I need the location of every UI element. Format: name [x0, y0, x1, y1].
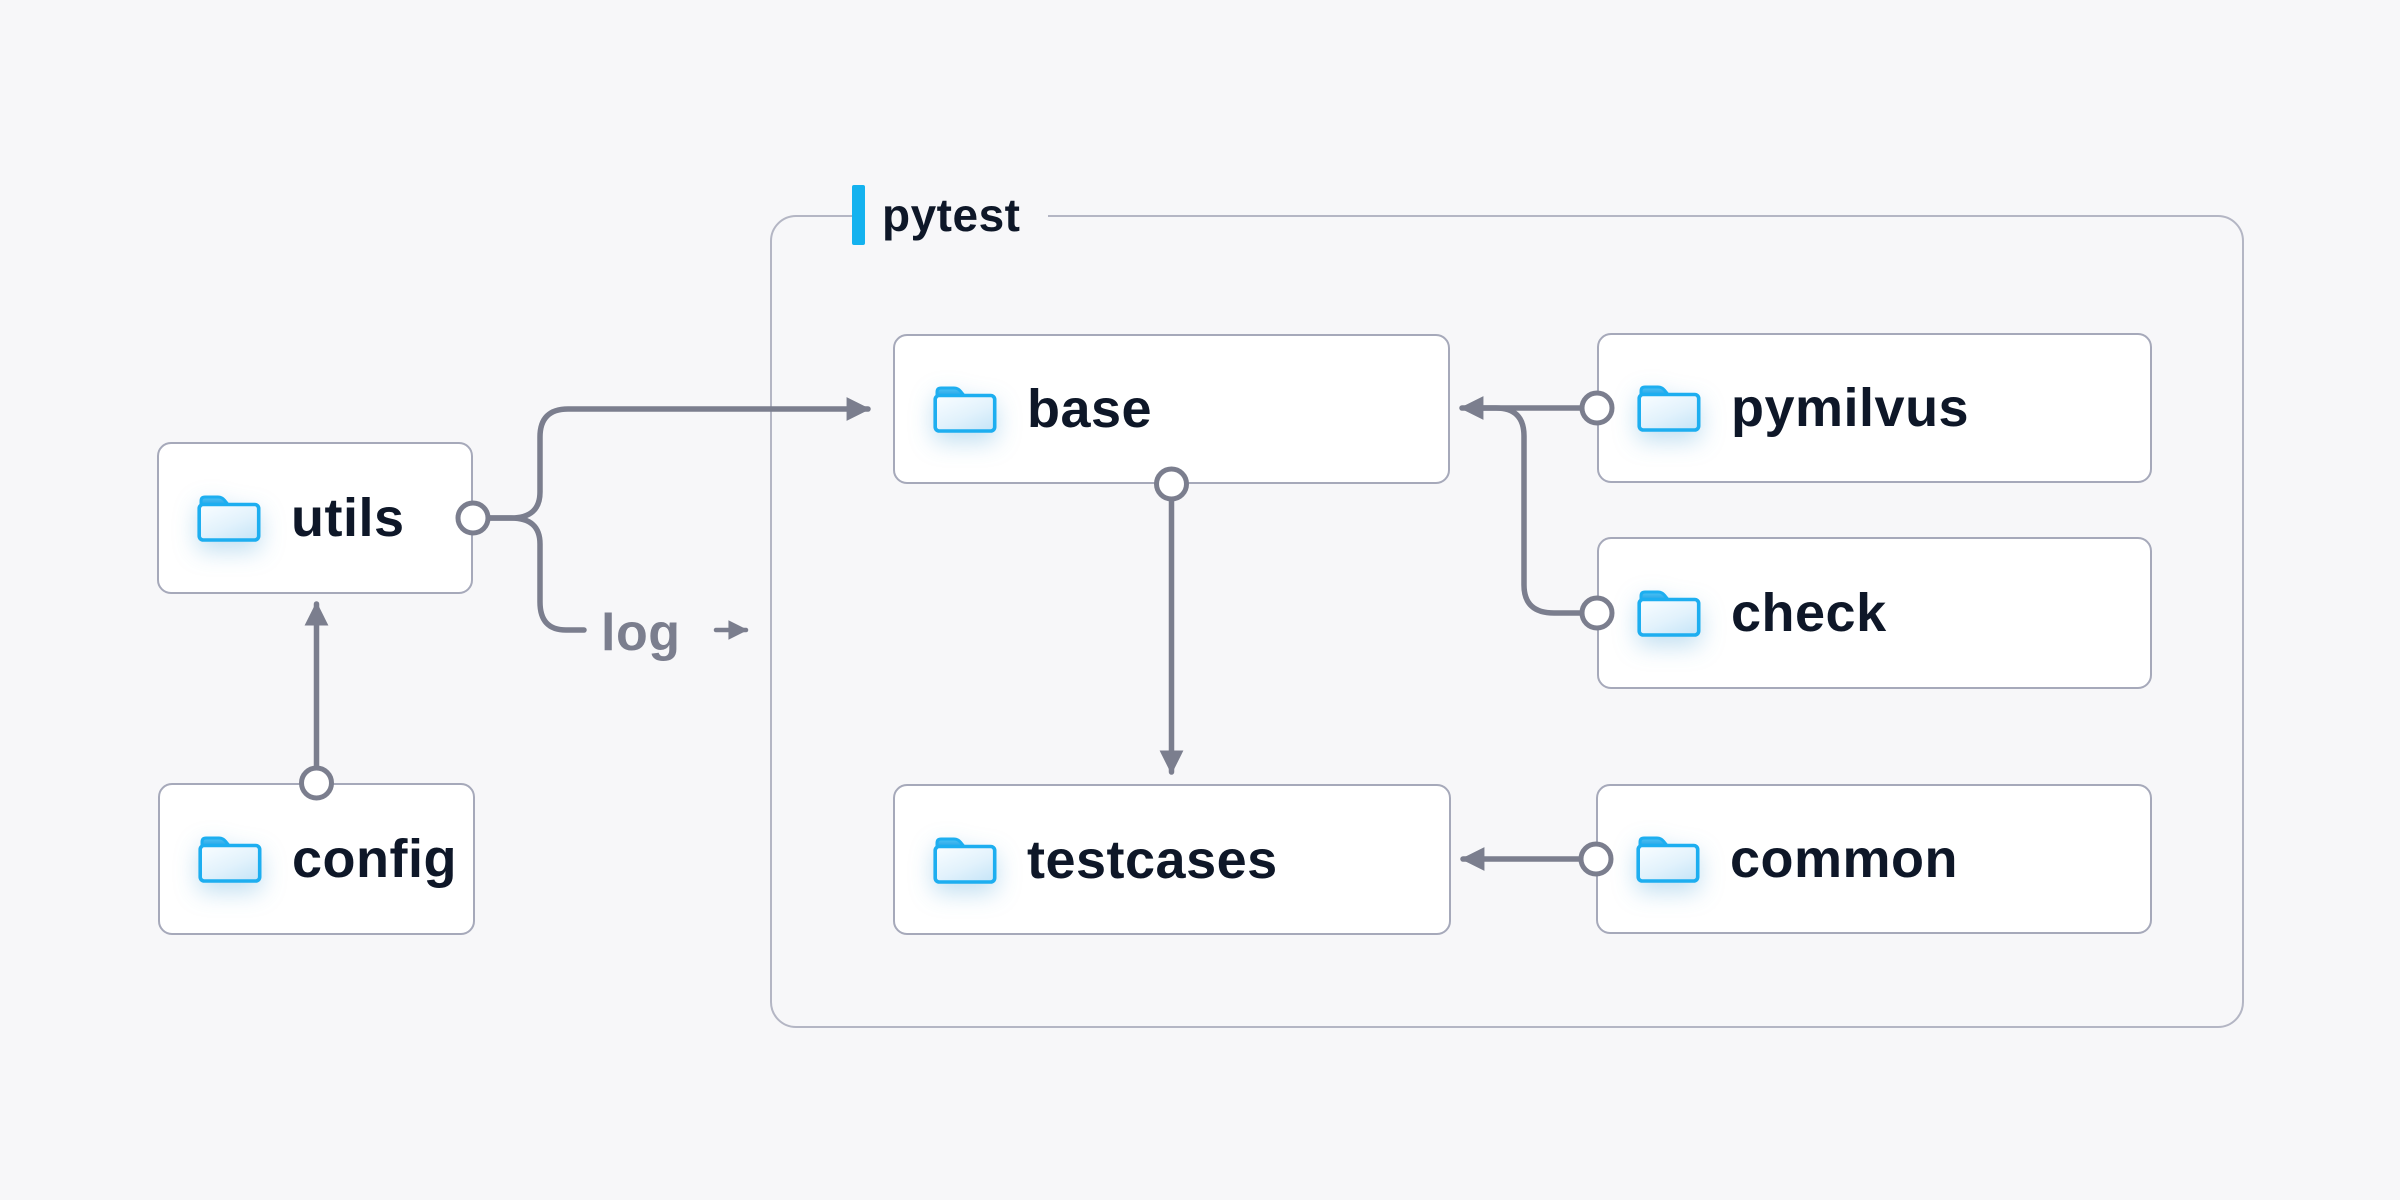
edge-label-log: log [601, 604, 681, 662]
node-base: base [893, 334, 1450, 484]
node-common: common [1596, 784, 2152, 934]
node-label: utils [291, 488, 405, 548]
edge-utils-log [486, 515, 587, 633]
folder-icon [1636, 588, 1702, 638]
accent-bar [852, 185, 865, 245]
node-label: check [1731, 583, 1887, 643]
group-label: pytest [882, 189, 1021, 241]
pytest-group-container: pytest [770, 185, 2244, 1028]
folder-icon [932, 835, 998, 885]
folder-icon [197, 834, 263, 884]
node-label: config [292, 829, 457, 889]
folder-icon [932, 384, 998, 434]
node-label: testcases [1027, 829, 1278, 890]
node-check: check [1597, 537, 2152, 689]
folder-icon [1636, 383, 1702, 433]
node-pymilvus: pymilvus [1597, 333, 2152, 483]
node-label: pymilvus [1731, 378, 1970, 438]
node-utils: utils [157, 442, 473, 594]
node-testcases: testcases [893, 784, 1451, 935]
node-config: config [158, 783, 475, 935]
node-label: base [1027, 379, 1153, 439]
folder-icon [1635, 834, 1701, 884]
node-label: common [1730, 829, 1959, 889]
folder-icon [196, 493, 262, 543]
pytest-group-legend: pytest [852, 185, 1049, 245]
